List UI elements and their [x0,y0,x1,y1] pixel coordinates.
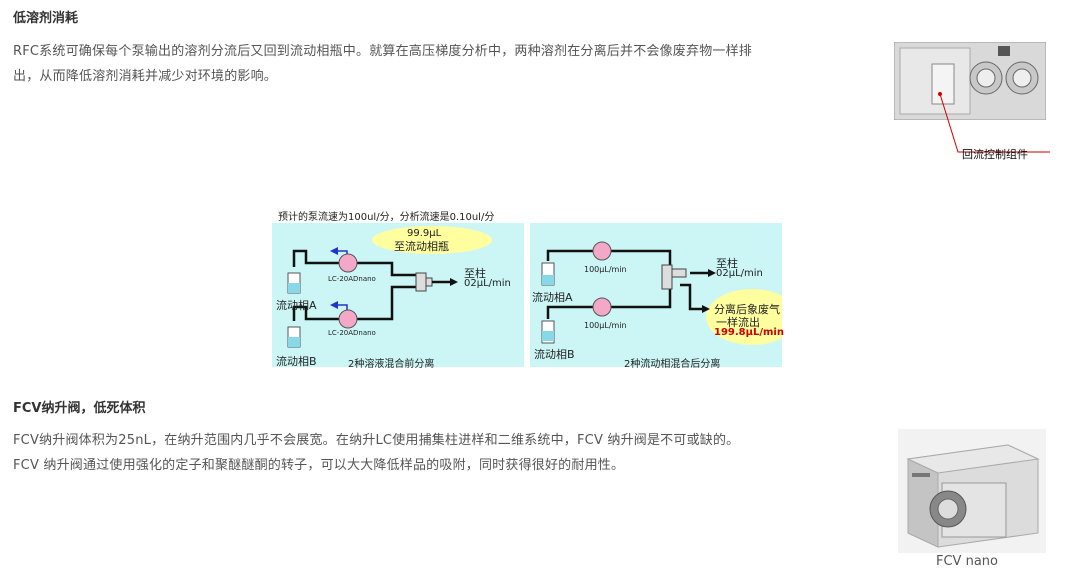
diagram-caption: 预计的泵流速为100ul/分，分析流速是0.10ul/分 [278,212,495,223]
paragraph-fcv-line1: FCV纳升阀体积为25nL，在纳升范围内几乎不会展宽。在纳升LC使用捕集柱进样和… [13,433,740,448]
left-bottle-b-label: 流动相B [276,355,317,368]
paragraph-fcv-line2: FCV 纳升阀通过使用强化的定子和聚醚醚酮的转子，可以大大降低样品的吸附，同时获… [13,458,625,473]
left-pump1-label: LC-20ADnano [328,275,376,283]
left-to-column: 至柱 [464,267,486,280]
pointer-line [939,93,1050,153]
left-bubble-bottom: 至流动相瓶 [394,240,449,253]
rfc-photo-label: 回流控制组件 [962,148,1028,161]
left-bottle-a-label: 流动相A [276,299,317,312]
right-panel-caption: 2种流动相混合后分离 [624,359,721,370]
left-bubble-top: 99.9μL [407,228,442,239]
left-panel-caption: 2种溶液混合前分离 [348,359,435,370]
right-to-column: 至柱 [716,257,738,270]
right-diagram-panel: 100μL/min 100μL/min 流动相A 流动相B 至柱 02μL/mi… [530,223,784,370]
right-pump1-label: 100μL/min [584,265,627,274]
right-waste-flow: 199.8μL/min [714,327,784,338]
section-heading-low-solvent: 低溶剂消耗 [13,11,79,26]
section-heading-fcv: FCV纳升阀，低死体积 [13,401,146,416]
right-bottle-b-label: 流动相B [534,348,575,361]
fcv-photo-caption: FCV nano [936,554,998,569]
paragraph-rfc-line2: 出，从而降低溶剂消耗并减少对环境的影响。 [13,69,278,84]
rfc-module-photo [893,41,1047,121]
fcv-nano-photo [898,429,1046,553]
right-flow: 02μL/min [716,268,763,279]
left-flow: 02μL/min [464,278,511,289]
left-pump2-label: LC-20ADnano [328,329,376,337]
right-bottle-a-label: 流动相A [532,291,573,304]
right-pump2-label: 100μL/min [584,321,627,330]
right-waste-line2: 一样流出 [716,316,760,329]
right-waste-line1: 分离后象废气 [714,303,780,316]
paragraph-rfc-line1: RFC系统可确保每个泵输出的溶剂分流后又回到流动相瓶中。就算在高压梯度分析中，两… [13,44,752,59]
left-diagram-panel: 99.9μL 至流动相瓶 LC-20ADnano LC-20ADnano 流动相… [272,223,524,370]
